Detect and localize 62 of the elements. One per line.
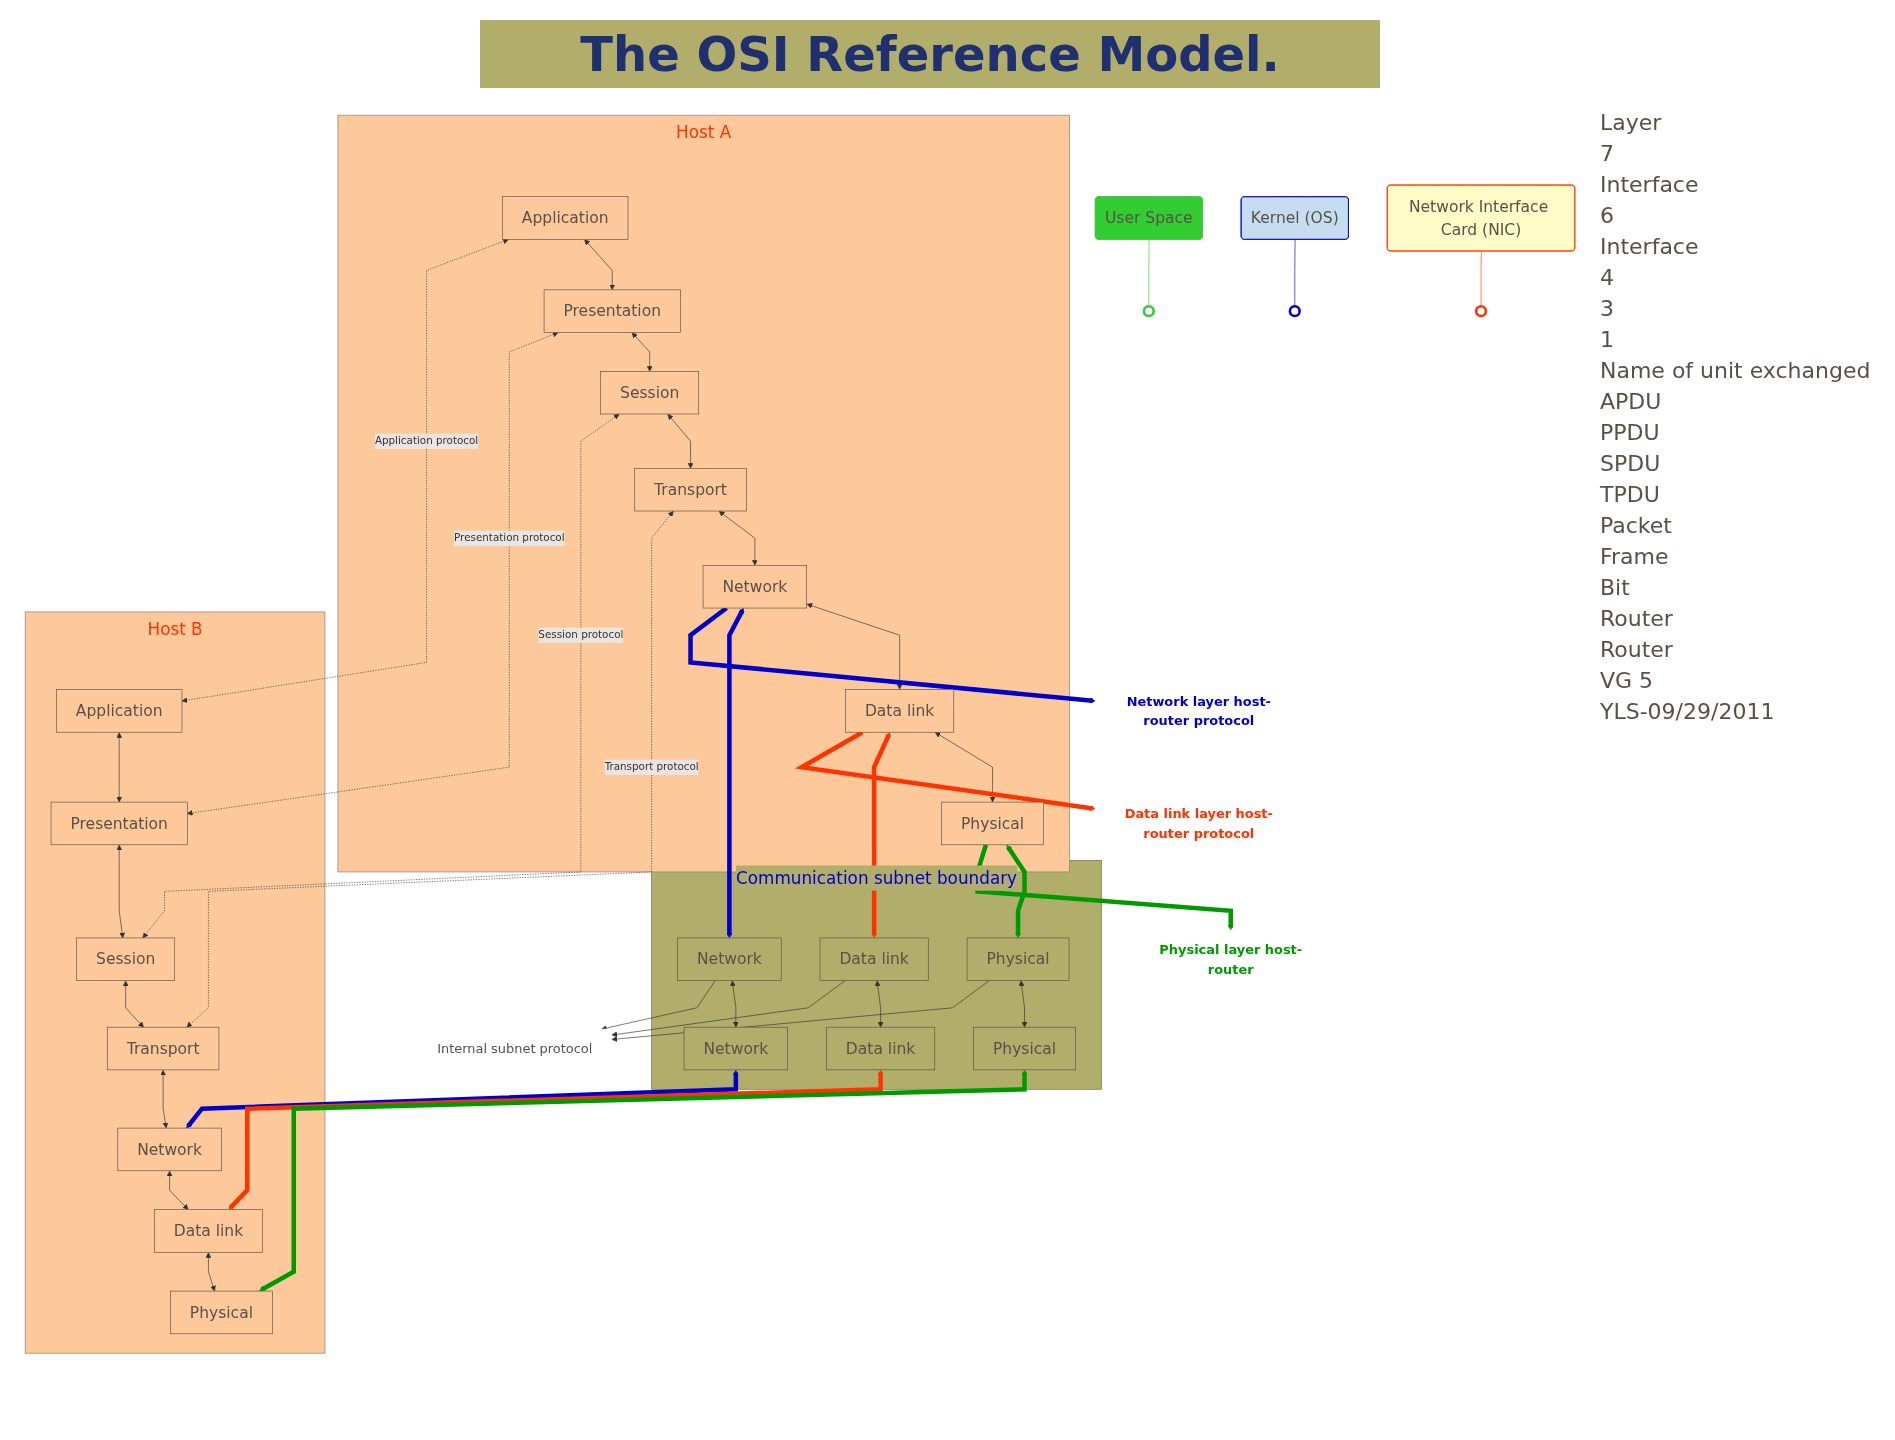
edge-label: Presentation protocol bbox=[454, 531, 565, 545]
label-text: 4 bbox=[1600, 265, 1615, 290]
node-box: Session bbox=[76, 937, 175, 981]
node-box: Physical bbox=[973, 1026, 1076, 1071]
label-text: Router bbox=[1600, 637, 1674, 662]
edge-label: Session protocol bbox=[538, 628, 624, 642]
node-box: Presentation bbox=[543, 289, 681, 333]
label-text: 3 bbox=[1600, 296, 1615, 321]
node-text: Physical layer host-router bbox=[1159, 941, 1303, 977]
arrow bbox=[228, 1069, 884, 1210]
arrow bbox=[186, 1069, 739, 1129]
node-circle bbox=[1288, 305, 1301, 318]
edge-label: Transport protocol bbox=[604, 760, 699, 773]
node-box: Network bbox=[702, 565, 807, 609]
edge-label: Application protocol bbox=[374, 434, 479, 447]
label-text: PPDU bbox=[1600, 420, 1661, 445]
connector bbox=[1148, 239, 1150, 307]
label-text: Frame bbox=[1600, 544, 1670, 569]
label-text: 6 bbox=[1600, 203, 1615, 228]
arrow bbox=[975, 844, 1234, 931]
node-text: Network layer host-router protocol bbox=[1126, 693, 1271, 729]
label-text: YLS-09/29/2011 bbox=[1600, 699, 1776, 724]
label-text: VG 5 bbox=[1600, 668, 1655, 693]
title-banner: The OSI Reference Model. bbox=[480, 20, 1380, 88]
label-text: 1 bbox=[1600, 327, 1615, 352]
arrow bbox=[871, 732, 891, 939]
node-box: Application bbox=[56, 689, 183, 733]
node-box: Data link bbox=[819, 937, 929, 981]
label-text: APDU bbox=[1600, 389, 1663, 414]
label-text: SPDU bbox=[1600, 451, 1662, 476]
node-text: Data link layer host-router protocol bbox=[1124, 805, 1273, 841]
node-box: Data link bbox=[153, 1209, 263, 1253]
node-box: Physical bbox=[170, 1290, 273, 1335]
label-text: Router bbox=[1600, 606, 1674, 631]
label-text: TPDU bbox=[1600, 482, 1661, 507]
node-box: Network bbox=[683, 1026, 788, 1071]
connector bbox=[1480, 251, 1482, 307]
node-box: Physical bbox=[966, 937, 1070, 981]
node-box: Physical bbox=[941, 801, 1044, 846]
arrow bbox=[1006, 844, 1027, 939]
node-box: Application bbox=[502, 196, 629, 240]
node-box: Data link bbox=[845, 689, 955, 733]
node-box: Transport bbox=[106, 1026, 220, 1071]
node-box: Network bbox=[677, 937, 782, 981]
label-text: Bit bbox=[1600, 575, 1631, 600]
label-text: Layer bbox=[1600, 110, 1663, 135]
label-text: Packet bbox=[1600, 513, 1673, 538]
node-text: Internal subnet protocol bbox=[437, 1040, 593, 1057]
arrow bbox=[726, 608, 745, 939]
node-box: Presentation bbox=[50, 801, 188, 846]
label-text: Interface bbox=[1600, 234, 1700, 259]
label-text: 7 bbox=[1600, 141, 1615, 166]
node-box: Transport bbox=[634, 468, 747, 512]
node-circle bbox=[1142, 305, 1155, 318]
arrow bbox=[259, 1069, 1028, 1292]
node-box: Network bbox=[117, 1127, 222, 1172]
label-text: Interface bbox=[1600, 172, 1700, 197]
node-box: Data link bbox=[826, 1026, 936, 1071]
label-text: Name of unit exchanged bbox=[1600, 358, 1872, 383]
connector bbox=[1294, 239, 1296, 307]
node-box: Session bbox=[600, 371, 700, 415]
node-circle bbox=[1474, 305, 1488, 318]
